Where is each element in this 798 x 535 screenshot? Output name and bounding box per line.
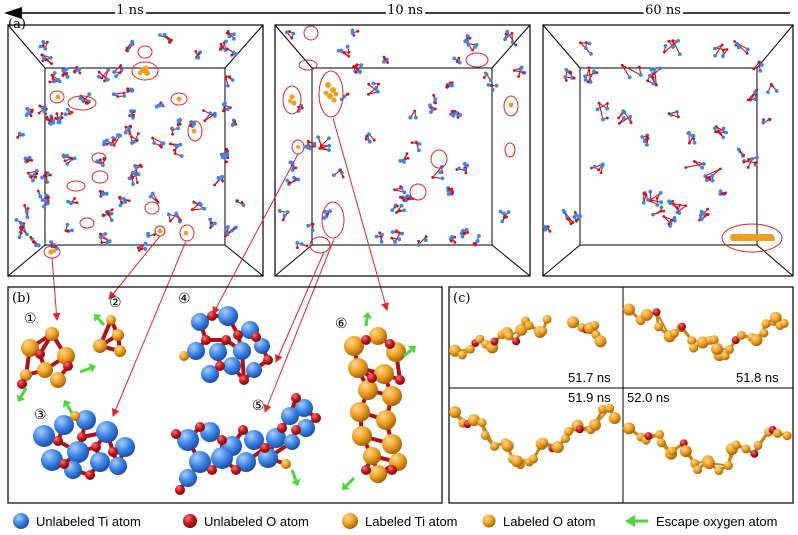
- legend-item-labeled-o: Labeled O atom: [482, 514, 596, 529]
- legend: Unlabeled Ti atom Unlabeled O atom Label…: [13, 513, 777, 529]
- legend-label-escape: Escape oxygen atom: [656, 514, 777, 529]
- time-label-60ns: 60 ns: [645, 3, 681, 18]
- sim-box-60ns: [542, 24, 794, 277]
- blue-sphere-icon: [13, 513, 29, 529]
- cluster-number-1: ①: [24, 311, 37, 327]
- legend-item-ti: Unlabeled Ti atom: [13, 513, 141, 529]
- orange-sphere-icon: [342, 513, 358, 529]
- legend-label-labeled-ti: Labeled Ti atom: [365, 514, 458, 529]
- panel-c-label: (c): [453, 291, 470, 306]
- cluster-renders-c: [449, 303, 792, 476]
- legend-item-o: Unlabeled O atom: [183, 514, 309, 529]
- cluster-renders-b: [16, 306, 416, 495]
- cluster-number-4: ④: [178, 291, 191, 307]
- sim-box-1ns: [7, 24, 264, 277]
- panel-b: (b) ① ② ③ ④ ⑤ ⑥: [7, 286, 443, 504]
- labeled-clusters-a: [48, 65, 514, 255]
- cluster-number-2: ②: [109, 295, 122, 311]
- legend-label-o: Unlabeled O atom: [204, 514, 309, 529]
- panel-c: (c) 51.7 ns 51.8 ns 51.9 ns 52.0 ns: [448, 286, 794, 504]
- time-51-8: 51.8 ns: [736, 370, 779, 385]
- time-axis: (a) 1 ns 10 ns 60 ns: [4, 0, 790, 32]
- time-52-0: 52.0 ns: [627, 390, 670, 405]
- cluster-number-5: ⑤: [252, 398, 265, 414]
- legend-item-labeled-ti: Labeled Ti atom: [342, 513, 458, 529]
- labeled-cluster-60ns: [730, 233, 775, 241]
- green-arrow-icon: [625, 515, 648, 527]
- cluster-number-6: ⑥: [335, 316, 348, 332]
- legend-item-escape: Escape oxygen atom: [625, 514, 777, 529]
- sim-box-10ns: [274, 24, 531, 277]
- red-sphere-icon: [183, 514, 197, 528]
- cluster-field-1ns: [14, 29, 246, 252]
- legend-label-ti: Unlabeled Ti atom: [36, 514, 141, 529]
- time-51-9: 51.9 ns: [568, 390, 611, 405]
- time-51-7: 51.7 ns: [568, 370, 611, 385]
- time-label-10ns: 10 ns: [387, 3, 423, 18]
- cluster-number-3: ③: [34, 407, 47, 423]
- orange-sphere-small-icon: [482, 514, 496, 528]
- cluster-field-60ns: [542, 38, 779, 233]
- panel-b-label: (b): [12, 291, 30, 306]
- time-label-1ns: 1 ns: [116, 3, 143, 18]
- legend-label-labeled-o: Labeled O atom: [503, 514, 596, 529]
